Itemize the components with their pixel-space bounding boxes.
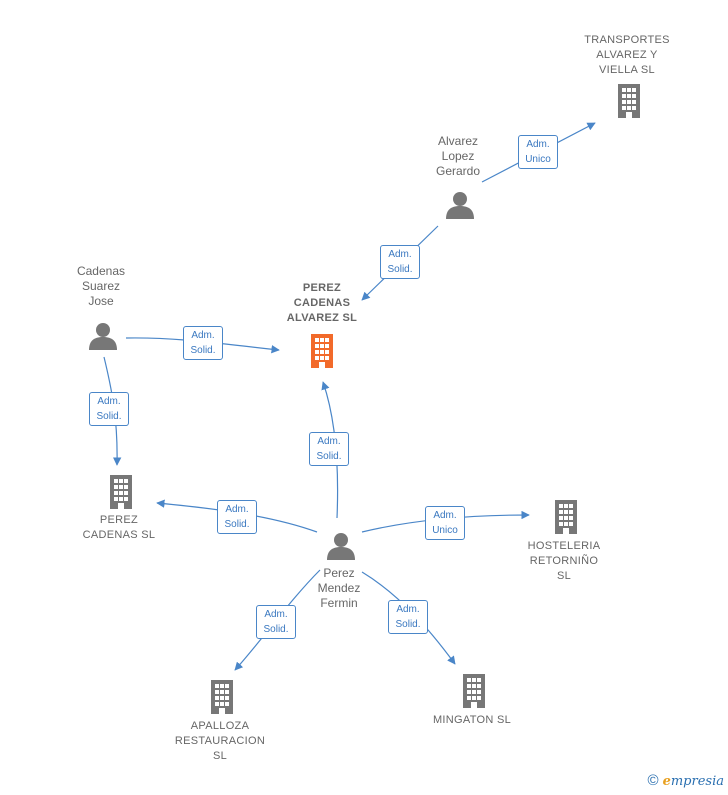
edge-label-perez_mendez-to-perez_cadenas_alvarez[interactable]: Adm. Solid. [309,432,349,466]
icons-layer [89,84,640,714]
edge-label-perez_mendez-to-mingaton[interactable]: Adm. Solid. [388,600,428,634]
edge-label-cadenas_suarez-to-perez_cadenas[interactable]: Adm. Solid. [89,392,129,426]
perez-cadenas-building-icon[interactable] [110,475,132,509]
edge-label-alvarez_lopez-to-perez_cadenas_alvarez[interactable]: Adm. Solid. [380,245,420,279]
transportes-label[interactable]: TRANSPORTES ALVAREZ Y VIELLA SL [584,34,670,76]
edge-label-alvarez_lopez-to-transportes[interactable]: Adm. Unico [518,135,558,169]
brand-initial: e [662,774,671,789]
transportes-building-icon[interactable] [618,84,640,118]
edge-label-perez_mendez-to-perez_cadenas[interactable]: Adm. Solid. [217,500,257,534]
mingaton-building-icon[interactable] [463,674,485,708]
empresia-brand[interactable]: ©empresia [648,772,724,789]
cadenas-suarez-person-icon[interactable] [89,323,117,350]
edge-label-cadenas_suarez-to-perez_cadenas_alvarez[interactable]: Adm. Solid. [183,326,223,360]
apalloza-label[interactable]: APALLOZA RESTAURACION SL [174,720,266,762]
alvarez-lopez-label[interactable]: Alvarez Lopez Gerardo [435,134,481,178]
perez-mendez-person-icon[interactable] [327,533,355,560]
cadenas-suarez-label[interactable]: Cadenas Suarez Jose [76,264,126,308]
mingaton-label[interactable]: MINGATON SL [432,714,512,726]
apalloza-building-icon[interactable] [211,680,233,714]
perez-mendez-label[interactable]: Perez Mendez Fermin [317,566,361,610]
edge-label-perez_mendez-to-hosteleria[interactable]: Adm. Unico [425,506,465,540]
edge-label-perez_mendez-to-apalloza[interactable]: Adm. Solid. [256,605,296,639]
hosteleria-building-icon[interactable] [555,500,577,534]
hosteleria-label[interactable]: HOSTELERIA RETORNIÑO SL [527,540,601,582]
alvarez-lopez-person-icon[interactable] [446,192,474,219]
perez-cadenas-label[interactable]: PEREZ CADENAS SL [82,514,156,541]
perez-cadenas-alvarez-label[interactable]: PEREZ CADENAS ALVAREZ SL [286,282,358,324]
brand-name: mpresia [670,774,724,789]
copyright-symbol: © [647,772,659,789]
perez-cadenas-alvarez-building-icon[interactable] [311,334,333,368]
